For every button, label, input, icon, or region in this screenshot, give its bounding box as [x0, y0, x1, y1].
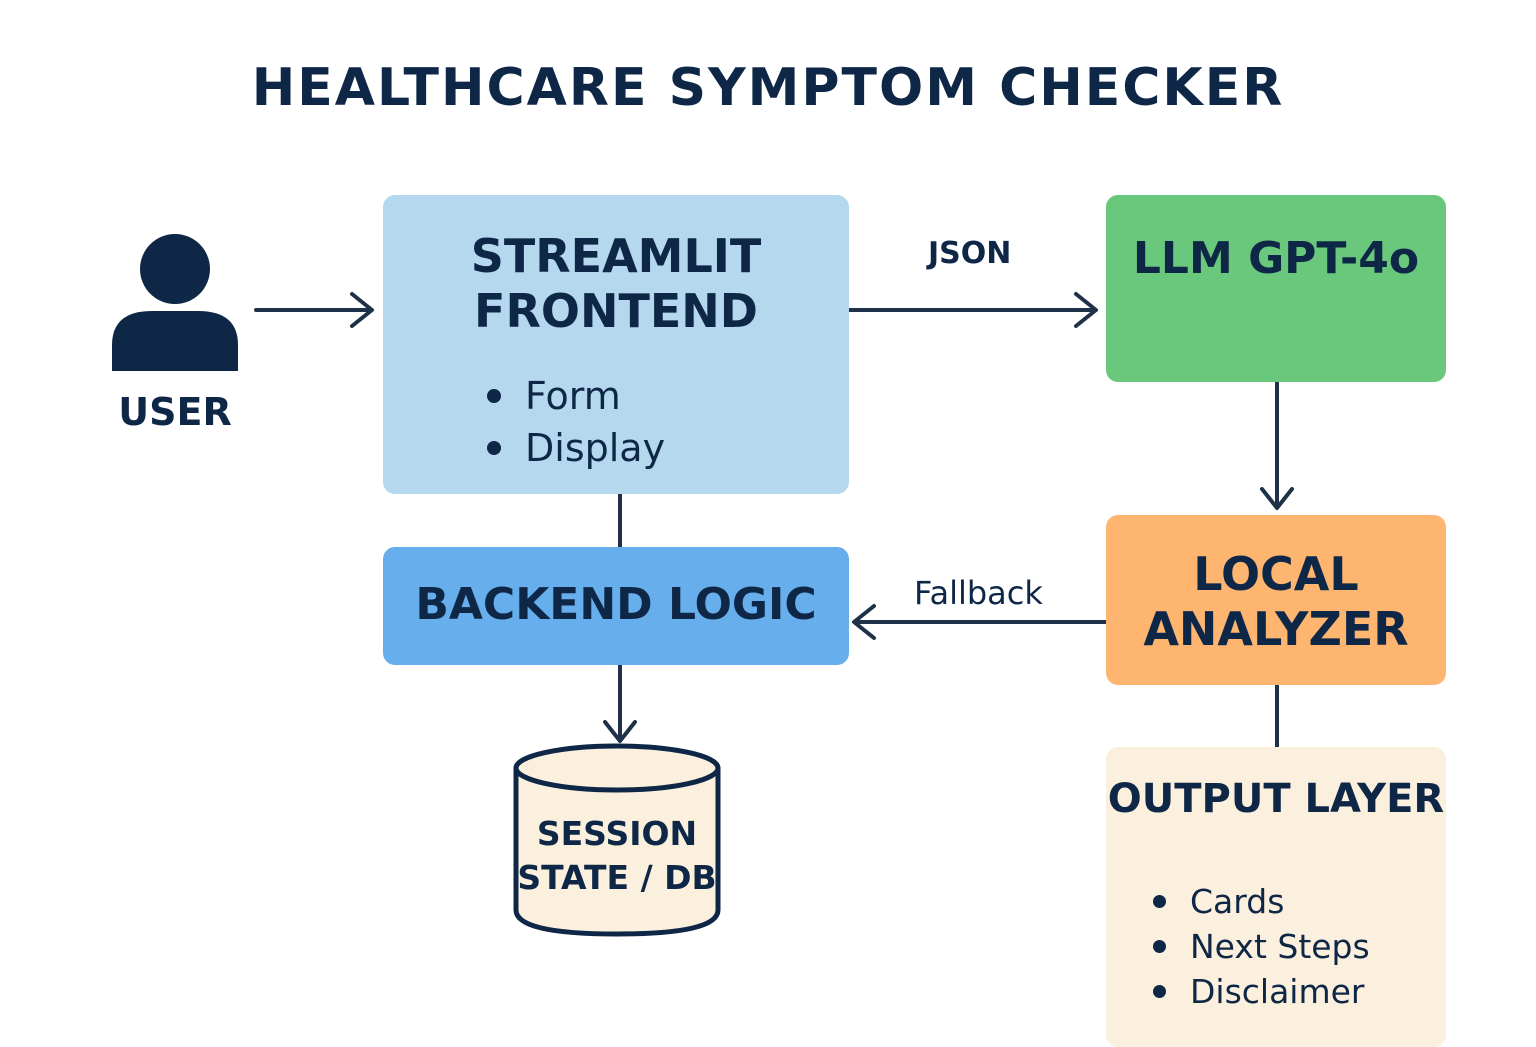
llm-title: LLM GPT-4o [1132, 233, 1420, 284]
streamlit-frontend-box: STREAMLIT FRONTEND [383, 195, 849, 494]
list-item: Form [483, 370, 665, 422]
frontend-feature-list: Form Display [483, 370, 665, 474]
list-item: Display [483, 422, 665, 474]
arrowhead-frontend-to-llm [1074, 292, 1098, 328]
output-item-label: Disclaimer [1190, 972, 1365, 1011]
edge-label-json: JSON [928, 236, 1012, 271]
user-label: USER [118, 390, 232, 434]
bullet-icon [1153, 940, 1166, 953]
output-item-label: Next Steps [1190, 927, 1370, 966]
bullet-icon [487, 389, 501, 403]
user-icon [112, 234, 238, 371]
analyzer-title: LOCAL ANALYZER [1143, 547, 1409, 657]
backend-title: BACKEND LOGIC [415, 579, 817, 630]
database-icon [513, 743, 721, 937]
arrowhead-user-to-frontend [350, 292, 374, 328]
frontend-title: STREAMLIT FRONTEND [470, 229, 762, 339]
output-feature-list: Cards Next Steps Disclaimer [1150, 879, 1370, 1014]
bullet-icon [487, 441, 501, 455]
local-analyzer-box: LOCAL ANALYZER [1106, 515, 1446, 685]
backend-logic-box: BACKEND LOGIC [383, 547, 849, 665]
list-item: Cards [1150, 879, 1370, 924]
edge-label-fallback: Fallback [914, 574, 1043, 612]
frontend-item-label: Form [525, 374, 621, 418]
list-item: Disclaimer [1150, 969, 1370, 1014]
bullet-icon [1153, 895, 1166, 908]
arrowhead-llm-to-analyzer [1260, 487, 1294, 510]
frontend-item-label: Display [525, 426, 666, 470]
output-item-label: Cards [1190, 882, 1285, 921]
diagram-title: HEALTHCARE SYMPTOM CHECKER [251, 58, 1285, 118]
list-item: Next Steps [1150, 924, 1370, 969]
bullet-icon [1153, 985, 1166, 998]
llm-box: LLM GPT-4o [1106, 195, 1446, 382]
arrowhead-backend-to-db [603, 720, 637, 743]
output-title: OUTPUT LAYER [1107, 776, 1445, 822]
connector-layer [254, 292, 1294, 749]
arrowhead-analyzer-to-backend [852, 604, 876, 640]
database-label: SESSION STATE / DB [517, 814, 717, 897]
